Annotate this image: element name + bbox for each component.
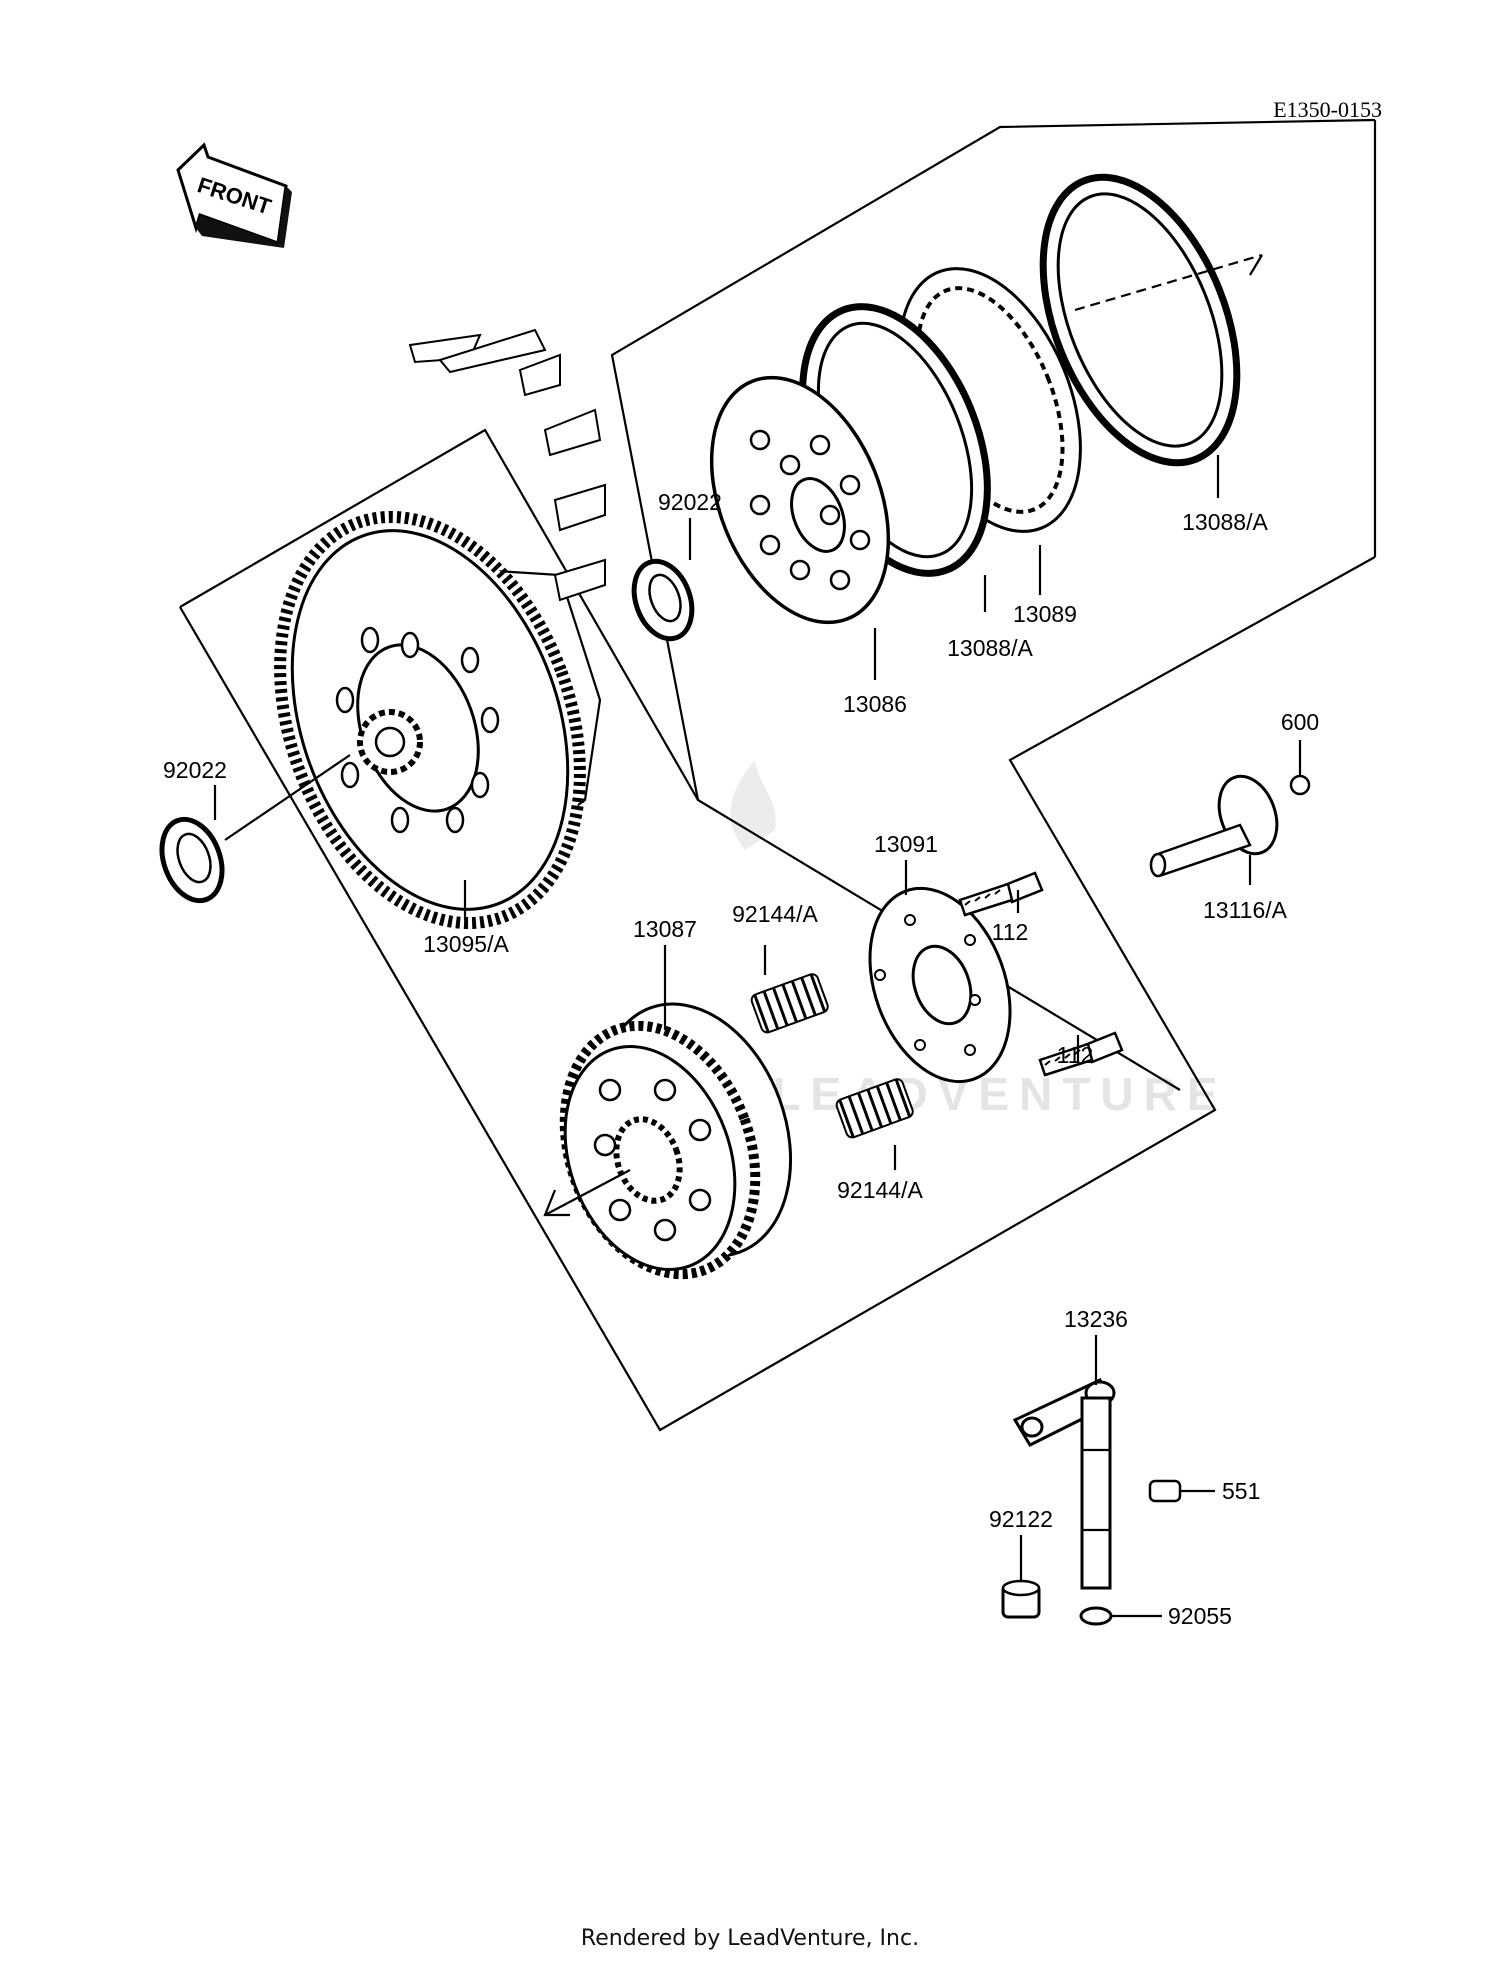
clutch-spring-upper xyxy=(750,973,829,1034)
clutch-housing xyxy=(224,328,606,930)
label-92144a-upper: 92144/A xyxy=(732,901,818,927)
leader-lines xyxy=(213,455,1302,1618)
clutch-spring-lower xyxy=(835,1078,914,1139)
footer-credit: Rendered by LeadVenture, Inc. xyxy=(580,1926,920,1951)
label-13089: 13089 xyxy=(1013,601,1077,627)
circlip xyxy=(1079,1606,1113,1626)
shaft-pin xyxy=(1001,1579,1041,1619)
label-551: 551 xyxy=(1222,1478,1260,1504)
pressure-plate xyxy=(709,375,891,625)
label-92022-upper: 92022 xyxy=(658,489,722,515)
label-13087: 13087 xyxy=(633,916,697,942)
label-13086: 13086 xyxy=(843,691,907,717)
assembly-outline-upper xyxy=(610,118,1376,1091)
label-92055: 92055 xyxy=(1168,1603,1232,1629)
label-92122: 92122 xyxy=(989,1506,1053,1532)
label-13088a-front: 13088/A xyxy=(947,635,1033,661)
bolt-upper xyxy=(958,871,1044,917)
label-13095a: 13095/A xyxy=(423,931,509,957)
assembly-outline-lower xyxy=(179,120,1377,1432)
label-112-upper: 112 xyxy=(992,919,1029,945)
friction-plate-rear xyxy=(1039,173,1263,467)
front-arrow-icon: FRONT xyxy=(176,142,292,248)
label-92144a-lower: 92144/A xyxy=(837,1177,923,1203)
label-13236: 13236 xyxy=(1064,1306,1128,1332)
thrust-washer-lower xyxy=(159,816,225,904)
dowel-pin xyxy=(1148,1479,1182,1503)
release-shaft xyxy=(1012,1377,1116,1590)
thrust-washer-upper xyxy=(631,558,695,642)
diagram-ref-code: E1350-0153 xyxy=(1273,97,1382,122)
label-600: 600 xyxy=(1281,709,1319,735)
clutch-hub xyxy=(543,1002,793,1280)
spring-plate xyxy=(868,886,1012,1084)
label-92022-lower: 92022 xyxy=(163,757,227,783)
label-13088a-rear: 13088/A xyxy=(1182,509,1268,535)
label-13091: 13091 xyxy=(874,831,938,857)
label-13116a: 13116/A xyxy=(1203,897,1288,923)
push-rod xyxy=(1149,774,1279,878)
label-112-lower: 112 xyxy=(1057,1042,1094,1068)
steel-ball xyxy=(1289,774,1311,796)
